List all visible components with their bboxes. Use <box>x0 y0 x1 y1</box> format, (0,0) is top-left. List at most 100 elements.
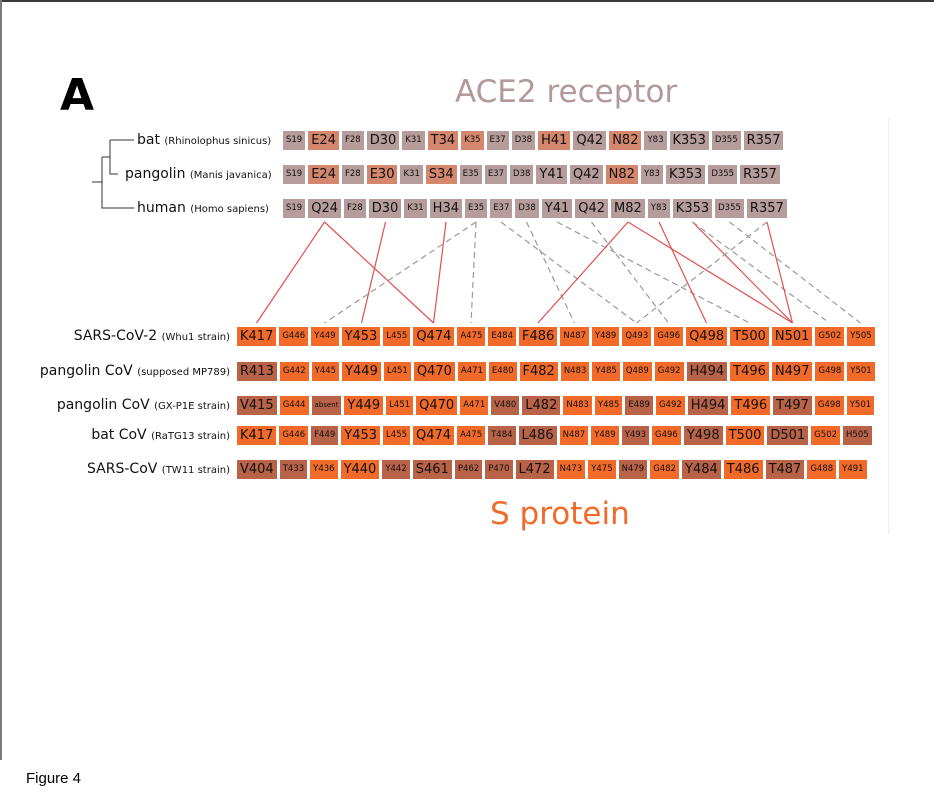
s-protein-residue: T433 <box>279 460 308 479</box>
s-protein-residue: A475 <box>457 327 486 346</box>
s-protein-residue: F486 <box>519 327 558 346</box>
ace2-species-label-detail: (Manis javanica) <box>189 170 272 181</box>
s-protein-residue: G482 <box>650 460 680 479</box>
s-protein-residue: P470 <box>485 460 513 479</box>
ace2-species-label: bat (Rhinolophus sinicus) <box>137 131 271 151</box>
tree-branch-pangolin <box>109 140 118 175</box>
contact-line-conserved <box>556 221 750 324</box>
s-protein-strain-label: pangolin CoV (GX-P1E strain) <box>57 396 230 416</box>
ace2-residue: E24 <box>308 131 339 150</box>
s-protein-residue: T487 <box>765 460 805 479</box>
s-protein-residue: R413 <box>237 362 277 381</box>
s-protein-residue: T496 <box>730 362 769 381</box>
ace2-residue: Y83 <box>640 165 663 184</box>
s-protein-residue: N487 <box>559 426 589 445</box>
ace2-residue: D30 <box>366 131 400 150</box>
s-protein-residue: N483 <box>563 396 592 415</box>
s-protein-residue: E484 <box>488 327 517 346</box>
s-protein-residue: L472 <box>515 460 554 479</box>
s-protein-residue: L482 <box>522 396 561 415</box>
ace2-residue: D355 <box>711 131 741 150</box>
ace2-residue: K353 <box>672 199 713 218</box>
s-protein-residue: G496 <box>652 426 681 445</box>
s-protein-residue: L455 <box>383 426 411 445</box>
ace2-residue: R357 <box>740 165 780 184</box>
contact-line-variable <box>256 221 325 324</box>
s-protein-residue: Q474 <box>413 426 455 445</box>
contact-line-conserved <box>729 221 861 324</box>
ace2-receptor-title: ACE2 receptor <box>455 74 678 110</box>
s-protein-residue: Y491 <box>839 460 867 479</box>
ace2-residue: H34 <box>429 199 462 218</box>
tree-branch-human <box>101 157 134 209</box>
ace2-species-label: human (Homo sapiens) <box>137 199 269 219</box>
s-protein-residue: F449 <box>311 426 339 445</box>
ace2-residue: E37 <box>486 131 509 150</box>
contact-line-conserved <box>692 221 830 324</box>
ace2-residue: R357 <box>743 131 784 150</box>
ace2-residue: E24 <box>308 165 339 184</box>
contact-line-variable <box>658 221 708 324</box>
s-protein-strain-label-detail: (GX-P1E strain) <box>154 401 230 412</box>
s-protein-residue: T500 <box>730 327 769 346</box>
s-protein-residue: V415 <box>237 396 277 415</box>
ace2-residue: F28 <box>341 131 364 150</box>
phylogenetic-tree <box>92 139 134 209</box>
s-protein-residue: Y453 <box>341 327 381 346</box>
ace2-residue: Q42 <box>575 199 609 218</box>
s-protein-residue: T486 <box>723 460 763 479</box>
contact-line-variable <box>537 221 629 324</box>
ace2-residue: H41 <box>538 131 571 150</box>
s-protein-residue: Y449 <box>344 396 384 415</box>
s-protein-residue: E480 <box>488 362 517 381</box>
s-protein-residue: N473 <box>556 460 586 479</box>
s-protein-residue: H505 <box>843 426 872 445</box>
contact-line-variable <box>360 221 387 324</box>
s-protein-residue: S461 <box>412 460 452 479</box>
s-protein-strain-label-detail: (TW11 strain) <box>161 465 230 476</box>
s-protein-title: S protein <box>490 496 630 532</box>
ace2-residue: E35 <box>465 199 488 218</box>
figure-caption: Figure 4 <box>26 770 82 787</box>
s-protein-residue: G488 <box>807 460 837 479</box>
s-protein-residue: Y449 <box>311 327 339 346</box>
s-protein-residue: Y485 <box>594 396 623 415</box>
s-protein-residue: K417 <box>237 327 277 346</box>
s-protein-residue: H494 <box>687 396 729 415</box>
s-protein-residue: Y501 <box>847 362 875 381</box>
ace2-species-label: pangolin (Manis javanica) <box>125 165 272 185</box>
s-protein-residue: Y485 <box>592 362 620 381</box>
ace2-residue: D355 <box>715 199 744 218</box>
ace2-residue: D38 <box>515 199 539 218</box>
s-protein-residue: Q470 <box>413 362 455 381</box>
s-protein-residue: G498 <box>815 362 845 381</box>
ace2-residue: N82 <box>609 131 642 150</box>
s-protein-strain-label-detail: (Whu1 strain) <box>161 332 230 343</box>
s-protein-residue: Q493 <box>622 327 652 346</box>
s-protein-residue: Y501 <box>846 396 875 415</box>
s-protein-residue: G498 <box>814 396 844 415</box>
ace2-residue: D38 <box>510 165 534 184</box>
panel-edge <box>888 118 889 534</box>
ace2-species-label-name: pangolin <box>125 166 190 182</box>
s-protein-residue: Y440 <box>340 460 380 479</box>
s-protein-residue: Y449 <box>342 362 381 381</box>
ace2-residue: Y41 <box>536 165 567 184</box>
s-protein-residue: L455 <box>383 327 411 346</box>
s-protein-residue: Y489 <box>591 327 620 346</box>
ace2-residue: S19 <box>283 165 306 184</box>
ace2-residue: K31 <box>402 131 425 150</box>
contact-line-variable <box>432 221 447 324</box>
ace2-residue: M82 <box>611 199 645 218</box>
s-protein-residue: N483 <box>560 362 590 381</box>
ace2-species-label-detail: (Rhinolophus sinicus) <box>164 136 272 147</box>
s-protein-residue: A471 <box>460 396 489 415</box>
contact-line-variable <box>766 221 794 324</box>
ace2-residue: Q24 <box>308 199 341 218</box>
